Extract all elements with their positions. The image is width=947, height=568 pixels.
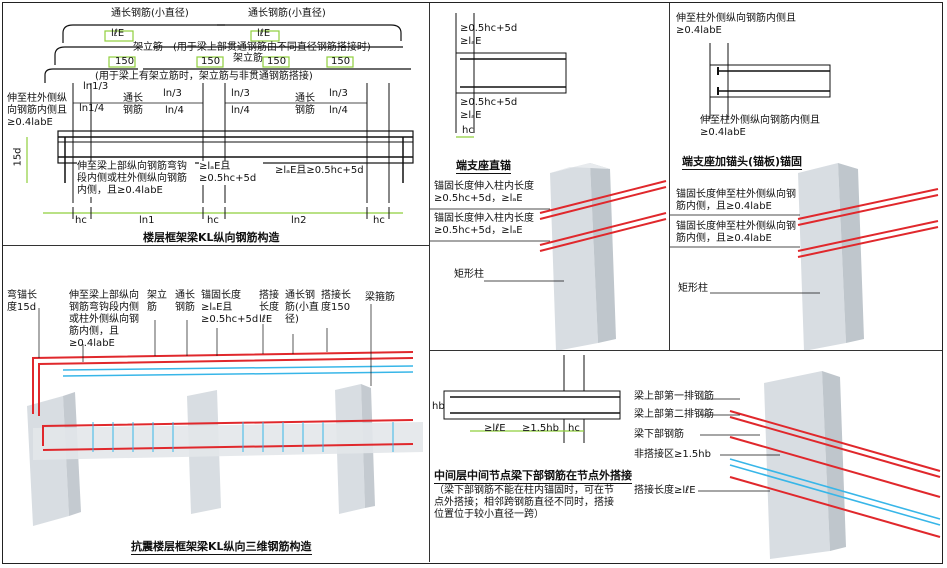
p2-label-erect: 架立筋: [147, 290, 167, 313]
p5-dim-15hb: ≥1.5hb: [522, 423, 559, 434]
dim-15d: 15d: [12, 147, 24, 167]
p4-label-1: 锚固长度伸至柱外侧纵向钢筋内侧，且≥0.4labE: [676, 189, 796, 212]
dim-150-c: 150: [267, 56, 287, 67]
p2-label-lap-150: 搭接长度150: [321, 290, 351, 313]
top-bar-left-label: 通长钢筋(小直径): [111, 8, 189, 19]
panel-anchor-head-caption: 端支座加锚头(锚板)锚固: [682, 155, 803, 170]
p3-dim-bot: ≥0.5hc+5d: [460, 97, 518, 108]
lap-outside-drawing: [443, 355, 941, 559]
kl-2d-drawing: [26, 24, 414, 219]
dim-hc-1: hc: [75, 215, 87, 226]
p5-dim-hc: hc: [568, 423, 580, 434]
ln-3-c: ln/3: [329, 88, 348, 99]
p4-label-2: 锚固长度伸至柱外侧纵向钢筋内侧，且≥0.4labE: [676, 221, 796, 244]
dim-150-a: 150: [115, 56, 135, 67]
anchor-head-drawing: [670, 43, 939, 350]
lap-lle-2: lℓE: [257, 28, 271, 39]
p5-dim-hb: hb: [432, 401, 445, 412]
p2-label-stirrup: 梁箍筋: [365, 292, 395, 303]
panel-lap-outside-caption: 中间层中间节点梁下部钢筋在节点外搭接: [434, 469, 632, 484]
p4-top-note: 伸至柱外侧纵向钢筋内侧且≥0.4labE: [676, 13, 796, 36]
erect-note-2: (用于梁上有架立筋时，架立筋与非贯通钢筋搭接): [95, 71, 313, 82]
left-note: 伸至柱外侧纵向钢筋内侧且≥0.4labE: [7, 93, 67, 128]
p2-label-through-small: 通长钢筋(小直径): [285, 290, 319, 325]
ln-4-a: ln/4: [165, 105, 184, 116]
p3-label-2: 锚固长度伸入柱内长度≥0.5hc+5d，≥lₐE: [434, 213, 534, 236]
dim-ln1: ln1: [139, 215, 155, 226]
p5-label-1: 梁上部第一排钢筋: [634, 391, 714, 402]
ln-4-c: ln/4: [329, 105, 348, 116]
ln1-3: ln1/3: [83, 81, 109, 92]
anchor-c: ≥lₐE且≥0.5hc+5d: [275, 165, 365, 177]
p4-label-col: 矩形柱: [678, 283, 708, 294]
p3-dim-top: ≥0.5hc+5d: [460, 23, 518, 34]
p2-label-extend: 伸至梁上部纵向钢筋弯钩段内侧或柱外侧纵向钢筋内侧，且≥0.4labE: [69, 290, 139, 349]
lap-lle-1: lℓE: [111, 28, 125, 39]
panel-straight-anchor: ≥0.5hc+5d ≥lₐE ≥0.5hc+5d ≥lₐE hc 端支座直锚 锚…: [430, 3, 670, 351]
panel-kl-2d-caption: 楼层框架梁KL纵向钢筋构造: [143, 231, 280, 244]
panel-kl-3d: 弯锚长度15d 伸至梁上部纵向钢筋弯钩段内侧或柱外侧纵向钢筋内侧，且≥0.4la…: [3, 246, 430, 562]
erect-note-1: (用于梁上部贯通钢筋由不同直径钢筋搭接时): [173, 42, 371, 53]
ln-4-b: ln/4: [231, 105, 250, 116]
through-bar-a: 通长钢筋: [123, 93, 143, 116]
straight-anchor-drawing: [430, 13, 667, 350]
ln-3-a: ln/3: [163, 88, 182, 99]
p2-label-through: 通长钢筋: [175, 290, 195, 313]
p5-note: （梁下部钢筋不能在柱内锚固时，可在节点外搭接；相邻跨钢筋直径不同时，搭接位置位于…: [434, 485, 614, 520]
top-bar-right-label: 通长钢筋(小直径): [248, 8, 326, 19]
p2-label-bend-anchor: 弯锚长度15d: [7, 290, 37, 313]
through-bar-b: 通长钢筋: [295, 93, 315, 116]
p3-dim-hc: hc: [462, 125, 474, 136]
erect-bar-label: 架立筋: [133, 42, 163, 53]
p5-label-5: 搭接长度≥lℓE: [634, 485, 696, 496]
erect-bar-2: 架立筋: [233, 53, 263, 64]
p5-label-2: 梁上部第二排钢筋: [634, 409, 714, 420]
panel-anchor-head: 伸至柱外侧纵向钢筋内侧且≥0.4labE 伸至柱外侧纵向钢筋内侧且≥0.4lab…: [670, 3, 942, 351]
p3-label-1: 锚固长度伸入柱内长度≥0.5hc+5d，≥lₐE: [434, 181, 534, 204]
panel-straight-anchor-caption: 端支座直锚: [456, 159, 511, 174]
panel-kl-3d-caption: 抗震楼层框架梁KL纵向三维钢筋构造: [131, 540, 312, 555]
p5-dim-lle: ≥lℓE: [484, 423, 506, 434]
panel-lap-outside: hb ≥lℓE ≥1.5hb hc 中间层中间节点梁下部钢筋在节点外搭接 （梁下…: [430, 351, 942, 562]
ln-3-b: ln/3: [231, 88, 250, 99]
anchor-a: ≥lₐE且≥0.5hc+5d: [199, 161, 263, 185]
p3-dim-top-2: ≥lₐE: [460, 36, 482, 47]
dim-150-b: 150: [201, 56, 221, 67]
ln1-4: ln1/4: [79, 103, 105, 114]
bottom-note: 伸至梁上部纵向钢筋弯钩段内侧或柱外侧纵向钢筋内侧，且≥0.4labE: [77, 161, 195, 197]
dim-150-d: 150: [331, 56, 351, 67]
p3-label-col: 矩形柱: [454, 269, 484, 280]
p3-dim-bot-2: ≥lₐE: [460, 110, 482, 121]
dim-hc-3: hc: [373, 215, 385, 226]
p5-label-4: 非搭接区≥1.5hb: [634, 449, 711, 460]
panel-kl-2d: 通长钢筋(小直径) 通长钢筋(小直径) lℓE lℓE 架立筋 (用于梁上部贯通…: [3, 3, 430, 246]
p4-bot-note: 伸至柱外侧纵向钢筋内侧且≥0.4labE: [700, 115, 820, 138]
kl-3d-drawing: [27, 304, 423, 526]
dim-hc-2: hc: [207, 215, 219, 226]
p2-label-lap: 搭接长度lℓE: [259, 290, 279, 325]
p5-label-3: 梁下部钢筋: [634, 429, 684, 440]
dim-ln2: ln2: [291, 215, 307, 226]
p2-label-anchor-len: 锚固长度≥lₐE且≥0.5hc+5d: [201, 290, 259, 325]
